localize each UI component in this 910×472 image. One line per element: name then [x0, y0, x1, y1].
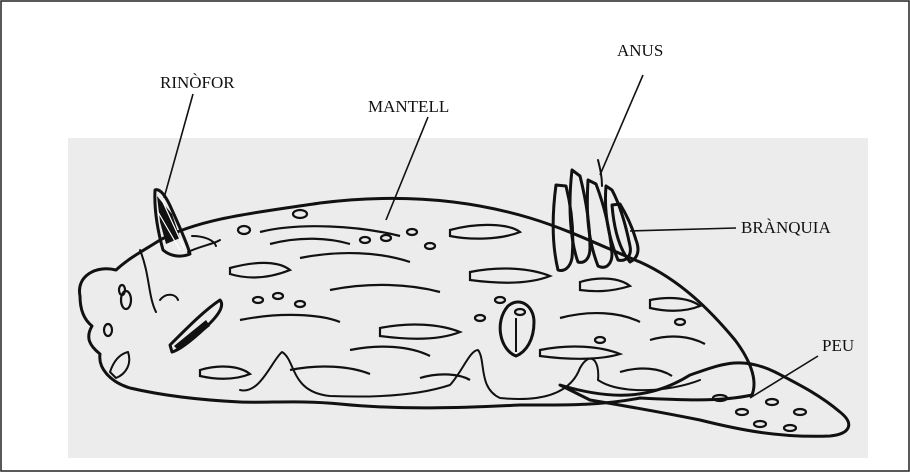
label-anus: ANUS — [617, 41, 663, 60]
label-gill: BRÀNQUIA — [741, 218, 831, 237]
label-mantle: MANTELL — [368, 97, 449, 116]
label-rhinophore: RINÒFOR — [160, 73, 235, 92]
label-foot: PEU — [822, 336, 854, 355]
